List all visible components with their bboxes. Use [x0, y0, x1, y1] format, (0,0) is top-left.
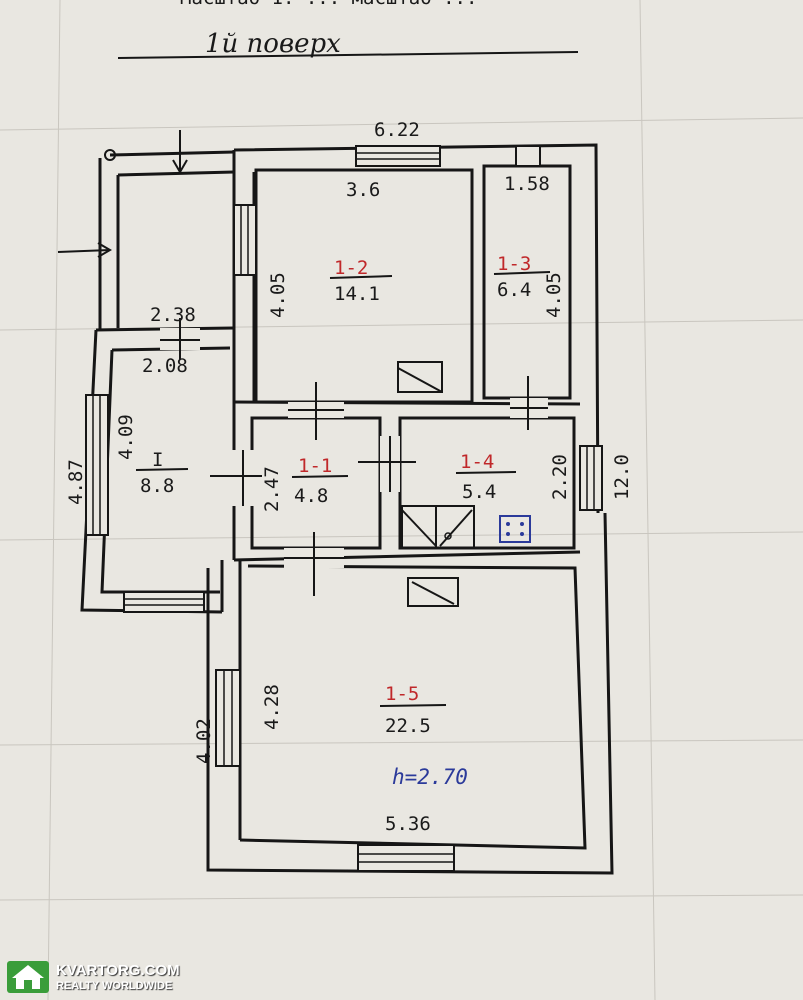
dim-room5-height: 4.28 [261, 684, 283, 730]
room3-area: 6.4 [497, 279, 531, 301]
dim-roomI-top: 2.08 [142, 355, 188, 377]
doors [160, 318, 548, 596]
room2-id: 1-2 [334, 257, 368, 279]
title-underline [117, 51, 579, 59]
room1-id: 1-1 [298, 455, 332, 477]
roomI-area: 8.8 [140, 475, 174, 497]
roomI-divider [135, 468, 189, 471]
watermark-tagline: REALTY WORLDWIDE [56, 979, 173, 992]
room4-divider [455, 471, 517, 474]
house-logo-icon [7, 961, 49, 993]
dim-room3-width: 1.58 [504, 173, 550, 195]
room1-area: 4.8 [294, 485, 328, 507]
room4-id: 1-4 [460, 451, 494, 473]
dim-room2-width: 3.6 [346, 179, 380, 201]
stove-room-2 [397, 361, 443, 393]
entry-arrows [57, 130, 188, 258]
room5-area: 22.5 [385, 715, 431, 737]
header-fragment: Масштаб 1: ... масштаб ... [180, 0, 477, 9]
dim-left-total: 4.87 [65, 459, 87, 505]
room5-divider [379, 704, 447, 707]
dim-room2-height: 4.05 [267, 272, 289, 318]
dim-hall-top: 2.38 [150, 304, 196, 326]
room1-divider [291, 475, 349, 478]
room2-area: 14.1 [334, 283, 380, 305]
dim-room5-width: 5.36 [385, 813, 431, 835]
dim-room4-height: 2.20 [549, 454, 571, 500]
dim-roomI-height: 4.09 [115, 414, 137, 460]
kitchen-counter [401, 505, 475, 549]
page-title: 1й поверх [205, 29, 341, 59]
gas-cooker-icon [499, 515, 531, 543]
watermark-name: KVARTORG.COM [56, 961, 180, 979]
dim-room5-left: 4.02 [193, 718, 215, 764]
room3-id: 1-3 [497, 253, 531, 275]
dim-right-total: 12.0 [611, 454, 633, 500]
dim-room3-height: 4.05 [543, 272, 565, 318]
dim-top-total: 6.22 [374, 119, 420, 141]
dim-room1-height: 2.47 [261, 466, 283, 512]
watermark: KVARTORG.COM REALTY WORLDWIDE [6, 958, 184, 996]
ceiling-height-note: h=2.70 [392, 765, 468, 789]
windows [85, 145, 603, 872]
stove-room-5 [407, 577, 459, 607]
room3-divider [493, 271, 551, 275]
room5-id: 1-5 [385, 683, 419, 705]
room2-divider [329, 275, 393, 279]
outer-walls [80, 143, 614, 875]
room4-area: 5.4 [462, 481, 496, 503]
roomI-id: I [152, 449, 163, 471]
